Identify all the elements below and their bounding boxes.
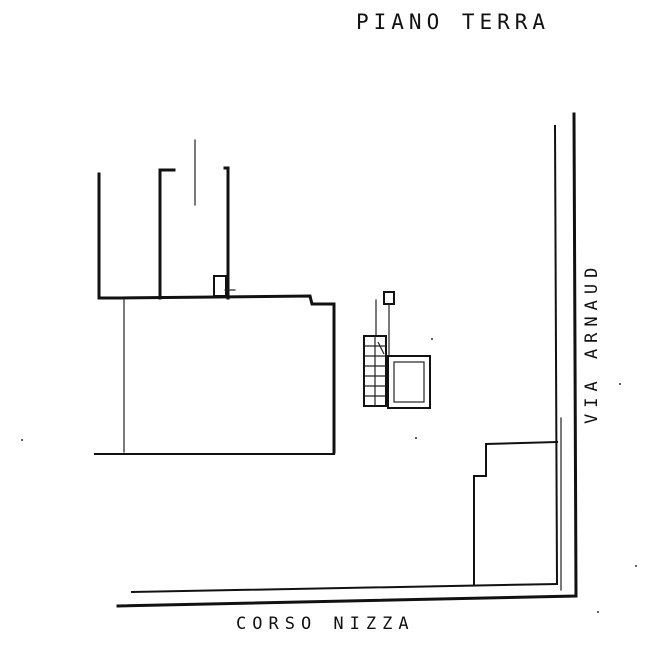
street-lines — [116, 112, 578, 608]
floor-title: PIANO TERRA — [356, 10, 551, 34]
stair-core — [363, 291, 431, 409]
right-building — [473, 124, 562, 591]
left-building — [94, 139, 336, 455]
street-label-corso-nizza: CORSO NIZZA — [236, 614, 415, 634]
paper-specks — [21, 338, 637, 613]
street-label-via-arnaud: VIA ARNAUD — [582, 261, 602, 424]
